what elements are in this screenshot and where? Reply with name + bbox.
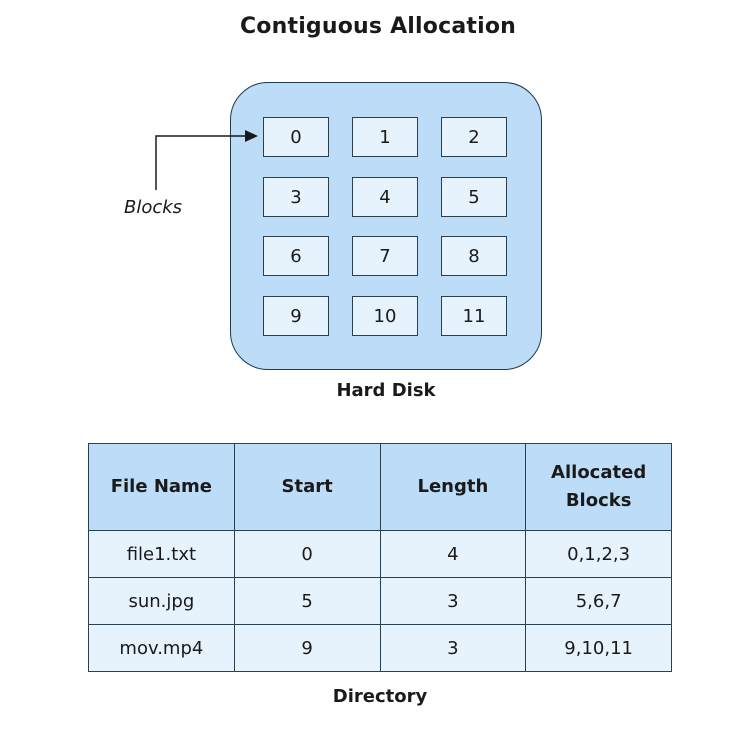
cell-allocated-blocks: 9,10,11 xyxy=(525,624,672,672)
hard-disk-label: Hard Disk xyxy=(336,380,436,401)
table-row: file1.txt 0 4 0,1,2,3 xyxy=(88,530,672,578)
cell-file-name: file1.txt xyxy=(88,530,235,578)
cell-length: 3 xyxy=(379,577,527,625)
disk-block-1: 1 xyxy=(352,117,418,157)
disk-block-5: 5 xyxy=(441,177,507,217)
hard-disk: 0 1 2 3 4 5 6 7 8 9 10 11 xyxy=(230,82,542,370)
disk-block-0: 0 xyxy=(263,117,329,157)
disk-block-2: 2 xyxy=(441,117,507,157)
column-header-start: Start xyxy=(233,443,381,531)
column-header-allocated-blocks: Allocated Blocks xyxy=(525,443,672,531)
column-header-length: Length xyxy=(379,443,527,531)
disk-block-3: 3 xyxy=(263,177,329,217)
cell-file-name: mov.mp4 xyxy=(88,624,235,672)
table-row: mov.mp4 9 3 9,10,11 xyxy=(88,624,672,672)
cell-start: 0 xyxy=(233,530,381,578)
cell-allocated-blocks: 0,1,2,3 xyxy=(525,530,672,578)
column-header-file-name: File Name xyxy=(88,443,235,531)
disk-block-11: 11 xyxy=(441,296,507,336)
disk-block-4: 4 xyxy=(352,177,418,217)
directory-table: File Name Start Length Allocated Blocks … xyxy=(88,443,672,672)
cell-length: 3 xyxy=(379,624,527,672)
disk-block-8: 8 xyxy=(441,236,507,276)
directory-header-row: File Name Start Length Allocated Blocks xyxy=(88,443,672,531)
table-row: sun.jpg 5 3 5,6,7 xyxy=(88,577,672,625)
cell-start: 5 xyxy=(233,577,381,625)
cell-length: 4 xyxy=(379,530,527,578)
allocated-blocks-header-text: Allocated Blocks xyxy=(551,462,647,511)
directory-label: Directory xyxy=(332,686,428,707)
disk-block-10: 10 xyxy=(352,296,418,336)
disk-block-7: 7 xyxy=(352,236,418,276)
cell-file-name: sun.jpg xyxy=(88,577,235,625)
disk-block-6: 6 xyxy=(263,236,329,276)
blocks-pointer-label: Blocks xyxy=(124,197,183,218)
disk-block-9: 9 xyxy=(263,296,329,336)
diagram-title: Contiguous Allocation xyxy=(239,14,517,39)
cell-start: 9 xyxy=(233,624,381,672)
cell-allocated-blocks: 5,6,7 xyxy=(525,577,672,625)
